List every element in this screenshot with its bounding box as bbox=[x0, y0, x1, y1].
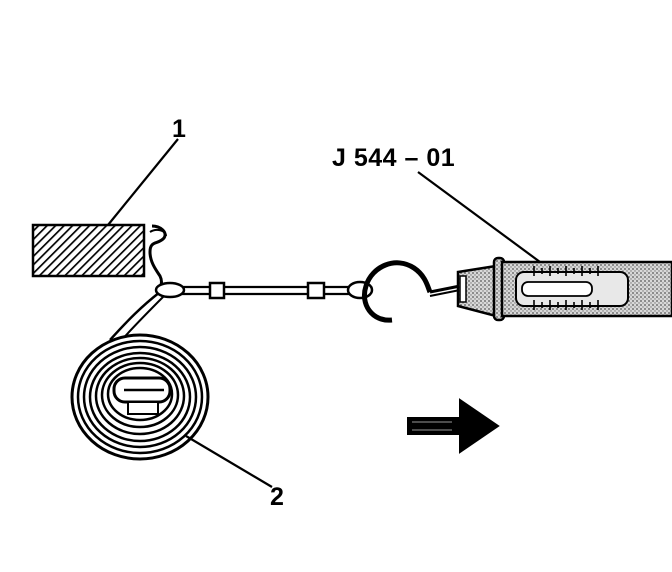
spring-scale-icon bbox=[456, 256, 672, 322]
leader-tool bbox=[417, 171, 541, 263]
wire-linkage bbox=[154, 280, 374, 300]
callout-item-2: 2 bbox=[270, 483, 284, 511]
coiled-spring-icon bbox=[70, 291, 210, 461]
callout-tool-j544-01: J 544 – 01 bbox=[332, 144, 456, 172]
scale-hook bbox=[362, 260, 461, 323]
hatched-block-icon bbox=[31, 223, 167, 289]
callout-item-1: 1 bbox=[172, 115, 186, 143]
leader-item-1 bbox=[107, 138, 179, 226]
leader-lines bbox=[107, 138, 541, 488]
direction-arrow-icon bbox=[407, 398, 500, 454]
leader-item-2 bbox=[185, 435, 273, 488]
